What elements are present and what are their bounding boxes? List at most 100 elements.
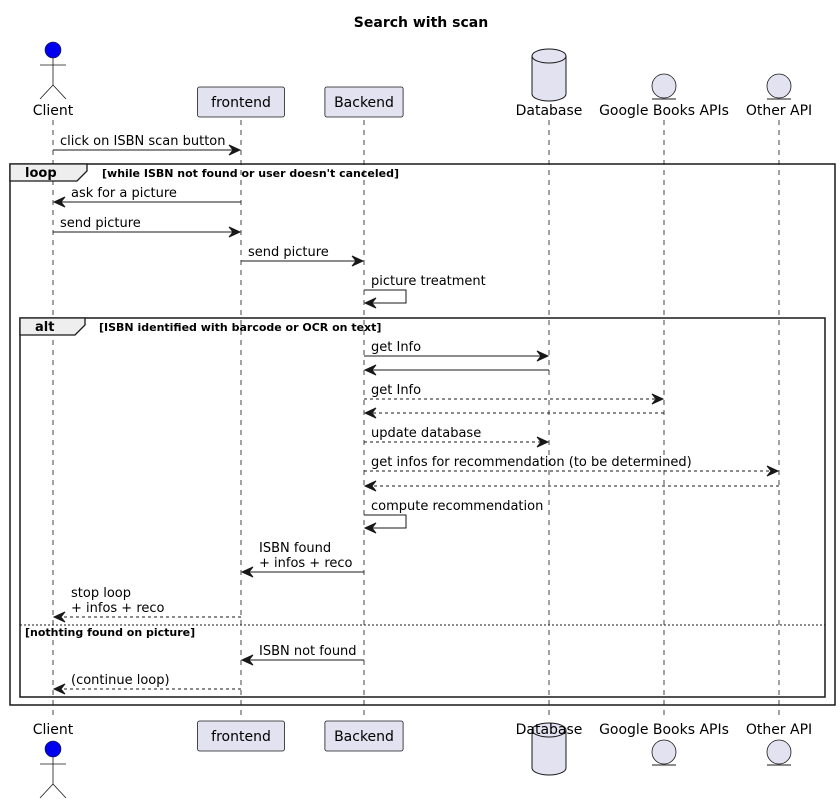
alt-frame: alt [ISBN identified with barcode or OCR … bbox=[19, 317, 826, 698]
participant-label: Client bbox=[33, 103, 74, 119]
message-label: ISBN found bbox=[259, 541, 331, 556]
arrow-head bbox=[363, 522, 377, 534]
lifelines bbox=[52, 120, 780, 720]
arrow-head bbox=[363, 407, 377, 419]
arrow-head bbox=[52, 196, 66, 208]
actor-icon bbox=[39, 740, 67, 799]
participant-client-top: Client bbox=[33, 41, 74, 119]
message-label: picture treatment bbox=[371, 274, 486, 289]
message-label: (continue loop) bbox=[71, 673, 170, 688]
arrow-head bbox=[240, 654, 254, 666]
participant-box bbox=[324, 86, 404, 118]
arrow-head bbox=[228, 226, 242, 238]
message: compute recommendation bbox=[363, 499, 543, 534]
loop-frame: loop [while ISBN not found or user doesn'… bbox=[9, 163, 836, 706]
arrow-head bbox=[363, 480, 377, 492]
message: stop loop+ infos + reco bbox=[52, 586, 241, 623]
message: ISBN found+ infos + reco bbox=[240, 541, 364, 578]
message bbox=[363, 480, 779, 492]
frame-border bbox=[19, 317, 826, 698]
participant-label: Client bbox=[33, 722, 74, 738]
frame-tab bbox=[9, 163, 88, 182]
message: get infos for recommendation (to be dete… bbox=[364, 455, 780, 477]
entity-icon bbox=[766, 73, 792, 100]
message-label: + infos + reco bbox=[71, 601, 165, 616]
message-label: get infos for recommendation (to be dete… bbox=[371, 455, 692, 470]
else-guard: [nothting found on picture] bbox=[25, 626, 195, 639]
message: ask for a picture bbox=[52, 186, 241, 208]
participant-box bbox=[197, 86, 285, 118]
participant-frontend-bottom: frontend bbox=[197, 720, 285, 752]
participant-backend-top: Backend bbox=[324, 86, 404, 118]
diagram-title: Search with scan bbox=[354, 15, 488, 31]
arrow-head bbox=[651, 393, 665, 405]
message: get Info bbox=[364, 340, 550, 362]
participant-label: Database bbox=[516, 722, 583, 738]
frame-tag: loop bbox=[25, 166, 57, 181]
actor-icon bbox=[39, 41, 67, 100]
message: get Info bbox=[364, 383, 665, 405]
message: click on ISBN scan button bbox=[53, 134, 242, 156]
message: (continue loop) bbox=[52, 673, 241, 695]
frame-tab bbox=[19, 317, 86, 336]
frame-guard: [while ISBN not found or user doesn't ca… bbox=[102, 167, 399, 180]
database-icon bbox=[531, 722, 567, 776]
message-label: update database bbox=[371, 426, 481, 441]
participant-label: Database bbox=[516, 103, 583, 119]
participant-label: Other API bbox=[746, 722, 812, 738]
arrow-head bbox=[363, 364, 377, 376]
arrow-head bbox=[351, 255, 365, 267]
participant-label: Google Books APIs bbox=[599, 103, 729, 119]
arrow-head bbox=[766, 465, 780, 477]
frame-guard: [ISBN identified with barcode or OCR on … bbox=[99, 321, 381, 334]
participant-label: frontend bbox=[211, 95, 271, 111]
participant-box bbox=[324, 720, 404, 752]
participants: ClientClientfrontendfrontendBackendBacke… bbox=[33, 41, 812, 799]
message: ISBN not found bbox=[240, 644, 364, 666]
message-label: compute recommendation bbox=[371, 499, 543, 514]
participant-frontend-top: frontend bbox=[197, 86, 285, 118]
message-label: send picture bbox=[60, 216, 141, 231]
message-line bbox=[364, 289, 407, 304]
message-label: get Info bbox=[371, 383, 421, 398]
message-label: click on ISBN scan button bbox=[60, 134, 226, 149]
arrow-head bbox=[240, 566, 254, 578]
participant-label: Backend bbox=[334, 729, 394, 745]
arrow-head bbox=[52, 683, 66, 695]
message-label: stop loop bbox=[71, 586, 131, 601]
participant-other-bottom: Other API bbox=[746, 722, 812, 766]
message bbox=[363, 364, 549, 376]
entity-icon bbox=[766, 739, 792, 766]
entity-icon bbox=[651, 73, 677, 100]
participant-database-top: Database bbox=[516, 48, 583, 119]
participant-database-bottom: Database bbox=[516, 722, 583, 776]
message-label: ask for a picture bbox=[71, 186, 177, 201]
participant-google-bottom: Google Books APIs bbox=[599, 722, 729, 766]
entity-icon bbox=[651, 739, 677, 766]
message-label: send picture bbox=[248, 245, 329, 260]
arrow-head bbox=[52, 611, 66, 623]
message bbox=[363, 407, 664, 419]
arrow-head bbox=[536, 350, 550, 362]
messages: click on ISBN scan button ask for a pictu… bbox=[52, 134, 780, 695]
participant-label: Backend bbox=[334, 95, 394, 111]
message-label: + infos + reco bbox=[259, 556, 353, 571]
arrow-head bbox=[536, 436, 550, 448]
arrow-head bbox=[228, 144, 242, 156]
message: send picture bbox=[53, 216, 242, 238]
frame-border bbox=[9, 163, 836, 706]
participant-box bbox=[197, 720, 285, 752]
message: picture treatment bbox=[363, 274, 486, 309]
message-label: ISBN not found bbox=[259, 644, 357, 659]
frame-tag: alt bbox=[35, 320, 54, 335]
database-icon bbox=[531, 48, 567, 102]
arrow-head bbox=[363, 297, 377, 309]
participant-client-bottom: Client bbox=[33, 722, 74, 799]
frames: loop [while ISBN not found or user doesn'… bbox=[9, 163, 836, 706]
message: send picture bbox=[241, 245, 365, 267]
message-line bbox=[364, 514, 407, 529]
message: update database bbox=[364, 426, 550, 448]
participant-label: Other API bbox=[746, 103, 812, 119]
participant-other-top: Other API bbox=[746, 73, 812, 119]
